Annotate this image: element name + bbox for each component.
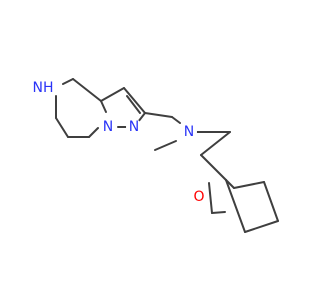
pyrazole-n-right-label: N bbox=[129, 119, 139, 135]
oxygen-atom-label: O bbox=[193, 189, 204, 205]
label-bg bbox=[181, 124, 197, 140]
bond bbox=[200, 154, 227, 181]
bond bbox=[144, 112, 173, 118]
bond bbox=[225, 179, 246, 233]
bond bbox=[123, 87, 146, 114]
amine-n-label: N bbox=[184, 124, 194, 140]
molecule-structure: NH N N N O bbox=[33, 78, 279, 233]
bonds bbox=[55, 78, 279, 233]
label-bg bbox=[33, 78, 53, 98]
bond bbox=[62, 78, 74, 85]
molecule-canvas: NH N N N O bbox=[32, 78, 279, 233]
nh-atom-label: NH bbox=[33, 80, 54, 96]
bond bbox=[244, 220, 279, 233]
bond bbox=[171, 116, 181, 124]
bond bbox=[55, 117, 69, 138]
label-bg bbox=[191, 189, 207, 205]
bond bbox=[200, 131, 231, 156]
atom-labels: NH N N N O bbox=[33, 78, 207, 205]
bond bbox=[154, 140, 177, 151]
bond bbox=[263, 181, 279, 222]
label-bg bbox=[100, 119, 116, 135]
bond bbox=[88, 127, 99, 138]
pyrazole-n-left-label: N bbox=[103, 119, 113, 135]
bond bbox=[233, 181, 265, 189]
label-bg bbox=[126, 119, 142, 135]
bond bbox=[100, 87, 125, 102]
bond bbox=[126, 95, 141, 114]
bond bbox=[100, 100, 107, 113]
bond bbox=[208, 182, 213, 214]
bond bbox=[72, 78, 102, 102]
bond bbox=[137, 112, 146, 123]
bond bbox=[211, 211, 226, 214]
